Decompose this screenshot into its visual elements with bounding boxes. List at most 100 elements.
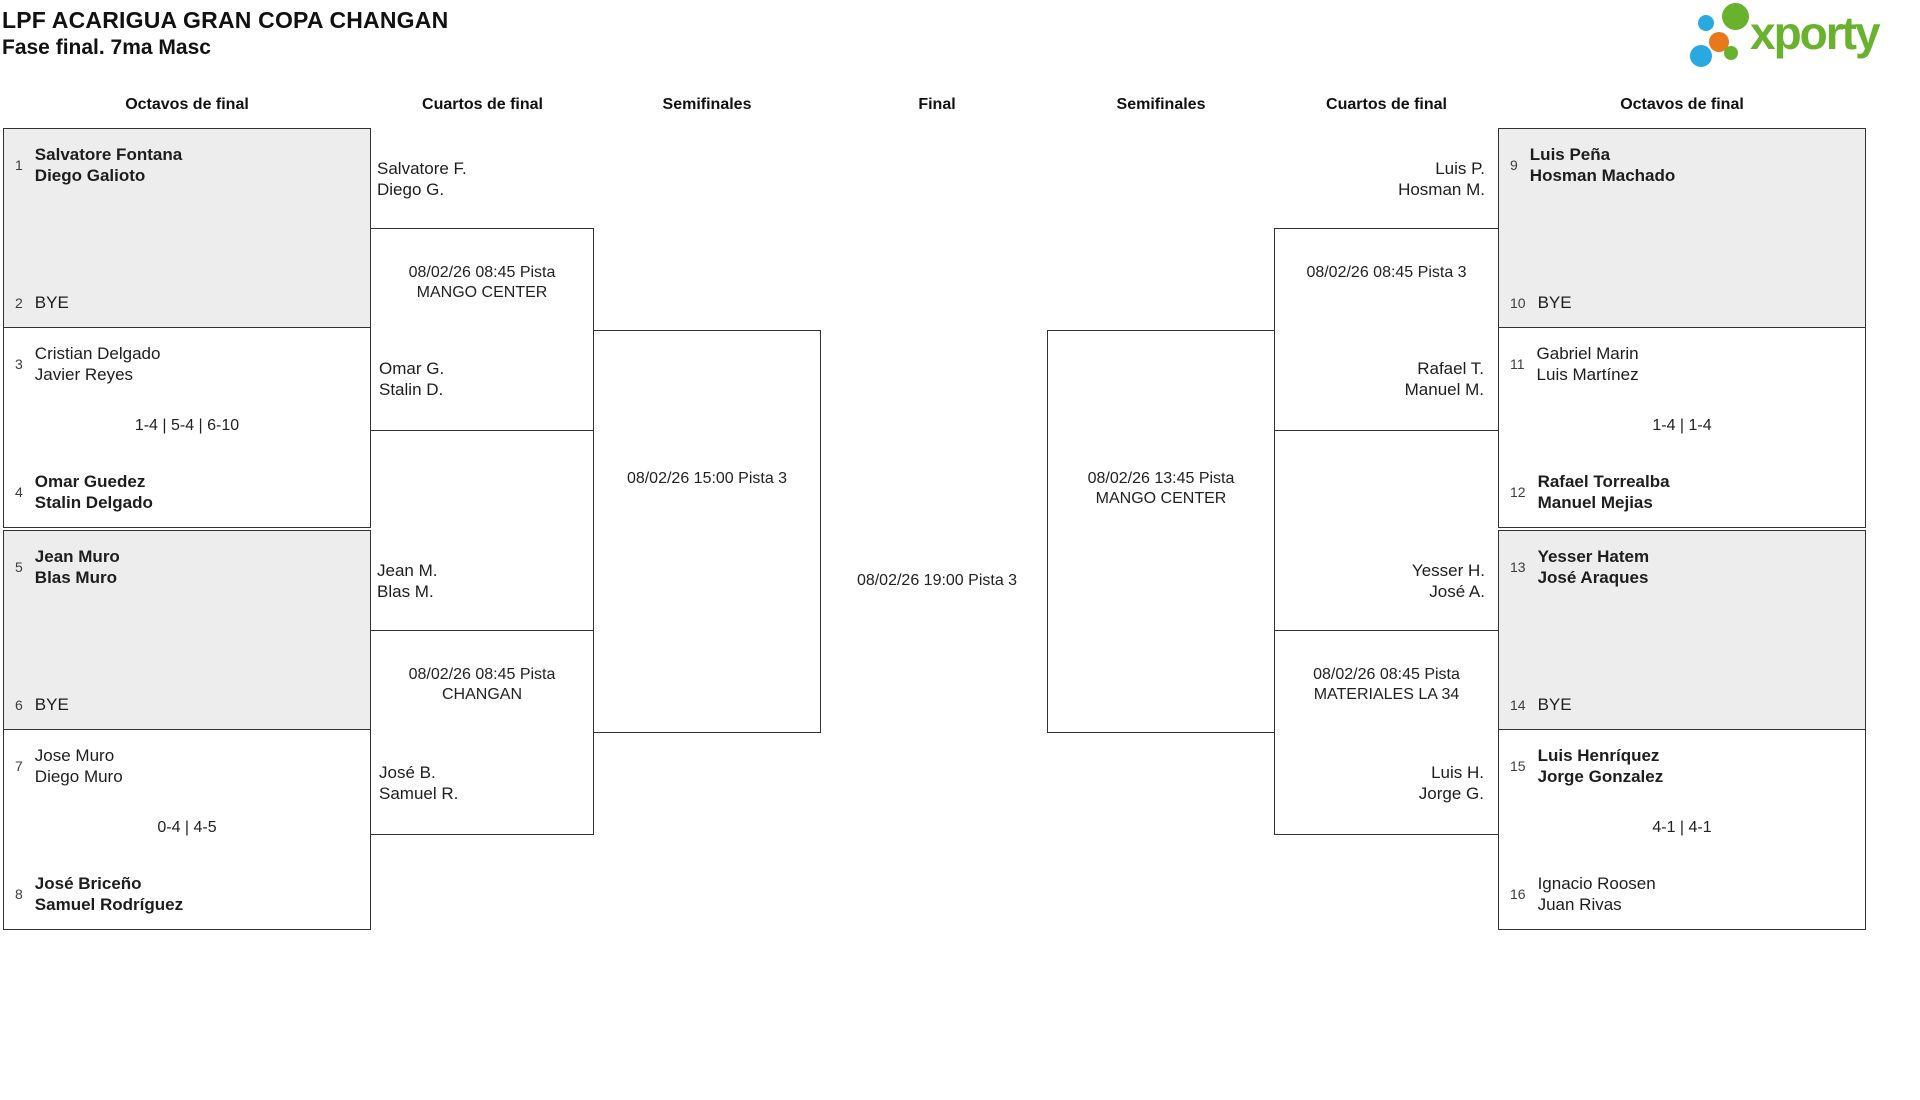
schedule-line: 08/02/26 08:45 Pista: [408, 666, 556, 683]
participant-row: 8 José Briceño Samuel Rodríguez: [15, 873, 183, 915]
octavos-right-match-1[interactable]: 9 Luis Peña Hosman Machado 10 BYE: [1498, 128, 1866, 328]
participant-row: 9 Luis Peña Hosman Machado: [1510, 144, 1675, 186]
schedule-line: 08/02/26 15:00 Pista 3: [626, 470, 788, 487]
team-name-line: Stalin Delgado: [34, 493, 153, 512]
cuartos-right-2-bottom-names: Luis H. Jorge G.: [1419, 762, 1484, 804]
team-names: BYE: [1538, 694, 1572, 715]
round-header-cuartos-left: Cuartos de final: [422, 96, 543, 113]
seed-number: 15: [1510, 758, 1526, 774]
page-title: LPF ACARIGUA GRAN COPA CHANGAN: [2, 7, 449, 33]
match-score: 4-1 | 4-1: [1652, 818, 1712, 836]
seed-number: 2: [15, 294, 23, 311]
cuartos-right-2-top-names: Yesser H. José A.: [1274, 560, 1485, 602]
schedule-line: CHANGAN: [441, 686, 522, 703]
team-name-line: José A.: [1429, 582, 1485, 601]
team-name-line: Jorge Gonzalez: [1537, 767, 1664, 786]
round-header-octavos-right: Octavos de final: [1620, 96, 1744, 113]
team-name-line: Omar G.: [379, 359, 445, 378]
cuartos-right-match-1[interactable]: 08/02/26 08:45 Pista 3 Rafael T. Manuel …: [1274, 228, 1499, 431]
match-score: 1-4 | 5-4 | 6-10: [134, 416, 240, 434]
team-name-line: BYE: [34, 293, 69, 312]
team-name-line: Rafael Torrealba: [1537, 472, 1670, 491]
team-name-line: Hosman Machado: [1529, 166, 1676, 185]
team-name-line: Juan Rivas: [1537, 895, 1622, 914]
seed-number: 7: [15, 758, 23, 774]
seed-number: 13: [1510, 559, 1526, 575]
cuartos-left-match-1[interactable]: 08/02/26 08:45 Pista MANGO CENTER Omar G…: [370, 228, 594, 431]
team-name-line: Omar Guedez: [34, 472, 146, 491]
team-name-line: Salvatore F.: [377, 159, 467, 178]
match-schedule: 08/02/26 08:45 Pista MATERIALES LA 34: [1275, 665, 1498, 705]
logo-dot-blue-large-icon: [1690, 45, 1712, 67]
team-name-line: Jean M.: [377, 561, 438, 580]
octavos-left-match-1[interactable]: 1 Salvatore Fontana Diego Galioto 2 BYE: [3, 128, 371, 328]
team-names: José Briceño Samuel Rodríguez: [35, 873, 183, 915]
octavos-right-match-2[interactable]: 11 Gabriel Marin Luis Martínez 1-4 | 1-4…: [1498, 327, 1866, 528]
xporty-logo[interactable]: xporty: [1688, 2, 1918, 68]
team-names: BYE: [35, 292, 69, 313]
team-name-line: Diego G.: [377, 180, 445, 199]
octavos-left-match-4[interactable]: 7 Jose Muro Diego Muro 0-4 | 4-5 8 José …: [3, 729, 371, 930]
team-name-line: Jean Muro: [34, 547, 120, 566]
team-name-line: Samuel Rodríguez: [34, 895, 184, 914]
team-names: Rafael Torrealba Manuel Mejias: [1538, 471, 1670, 513]
cuartos-left-match-2[interactable]: 08/02/26 08:45 Pista CHANGAN José B. Sam…: [370, 630, 594, 835]
cuartos-right-match-2[interactable]: 08/02/26 08:45 Pista MATERIALES LA 34 Lu…: [1274, 630, 1499, 835]
team-name-line: José Briceño: [34, 874, 142, 893]
team-names: BYE: [35, 694, 69, 715]
team-name-line: Jorge G.: [1418, 784, 1484, 803]
seed-number: 8: [15, 886, 23, 902]
octavos-right-match-3[interactable]: 13 Yesser Hatem José Araques 14 BYE: [1498, 530, 1866, 730]
logo-dot-orange-icon: [1709, 32, 1729, 52]
team-names: Yesser Hatem José Araques: [1538, 546, 1650, 588]
cuartos-left-2-bottom-names: José B. Samuel R.: [379, 762, 458, 804]
schedule-line: 08/02/26 13:45 Pista: [1087, 470, 1235, 487]
participant-row: 13 Yesser Hatem José Araques: [1510, 546, 1649, 588]
participant-row: 12 Rafael Torrealba Manuel Mejias: [1510, 471, 1670, 513]
team-name-line: Ignacio Roosen: [1537, 874, 1656, 893]
team-name-line: Luis Henríquez: [1537, 746, 1660, 765]
octavos-left-match-2[interactable]: 3 Cristian Delgado Javier Reyes 1-4 | 5-…: [3, 327, 371, 528]
cuartos-left-1-top-names: Salvatore F. Diego G.: [377, 158, 467, 200]
team-name-line: Rafael T.: [1417, 359, 1484, 378]
team-name-line: Manuel M.: [1404, 380, 1484, 399]
team-name-line: Luis H.: [1431, 763, 1484, 782]
team-names: Salvatore Fontana Diego Galioto: [35, 144, 182, 186]
team-name-line: Cristian Delgado: [34, 344, 161, 363]
team-name-line: Jose Muro: [34, 746, 115, 765]
team-names: Jean Muro Blas Muro: [35, 546, 120, 588]
round-header-final: Final: [918, 96, 956, 113]
team-name-line: Gabriel Marin: [1536, 344, 1639, 363]
participant-row: 3 Cristian Delgado Javier Reyes: [15, 343, 160, 385]
logo-text: xporty: [1750, 7, 1881, 59]
seed-number: 6: [15, 696, 23, 713]
team-name-line: Luis Martínez: [1536, 365, 1639, 384]
match-schedule: 08/02/26 08:45 Pista 3: [1275, 263, 1498, 283]
team-name-line: BYE: [1537, 695, 1572, 714]
semifinal-left-box[interactable]: 08/02/26 15:00 Pista 3: [593, 330, 821, 733]
participant-row: 11 Gabriel Marin Luis Martínez: [1510, 343, 1639, 385]
team-name-line: Diego Galioto: [34, 166, 146, 185]
seed-number: 14: [1510, 696, 1526, 713]
page-subtitle: Fase final. 7ma Masc: [2, 36, 211, 59]
team-name-line: Salvatore Fontana: [34, 145, 183, 164]
round-header-semis-right: Semifinales: [1116, 96, 1206, 113]
team-name-line: Samuel R.: [379, 784, 459, 803]
octavos-left-match-3[interactable]: 5 Jean Muro Blas Muro 6 BYE: [3, 530, 371, 730]
participant-row: 14 BYE: [1510, 694, 1572, 715]
semifinal-right-box[interactable]: 08/02/26 13:45 Pista MANGO CENTER: [1047, 330, 1275, 733]
cuartos-right-1-top-names: Luis P. Hosman M.: [1274, 158, 1485, 200]
round-header-semis-left: Semifinales: [662, 96, 752, 113]
seed-number: 1: [15, 157, 23, 173]
match-schedule: 08/02/26 15:00 Pista 3: [594, 469, 820, 489]
match-schedule: 08/02/26 13:45 Pista MANGO CENTER: [1048, 469, 1274, 509]
octavos-right-match-4[interactable]: 15 Luis Henríquez Jorge Gonzalez 4-1 | 4…: [1498, 729, 1866, 930]
seed-number: 10: [1510, 294, 1526, 311]
cuartos-left-2-top-names: Jean M. Blas M.: [377, 560, 437, 602]
team-name-line: Luis P.: [1435, 159, 1485, 178]
team-name-line: Blas M.: [377, 582, 434, 601]
team-name-line: Blas Muro: [34, 568, 117, 587]
participant-row: 16 Ignacio Roosen Juan Rivas: [1510, 873, 1656, 915]
seed-number: 4: [15, 484, 23, 500]
